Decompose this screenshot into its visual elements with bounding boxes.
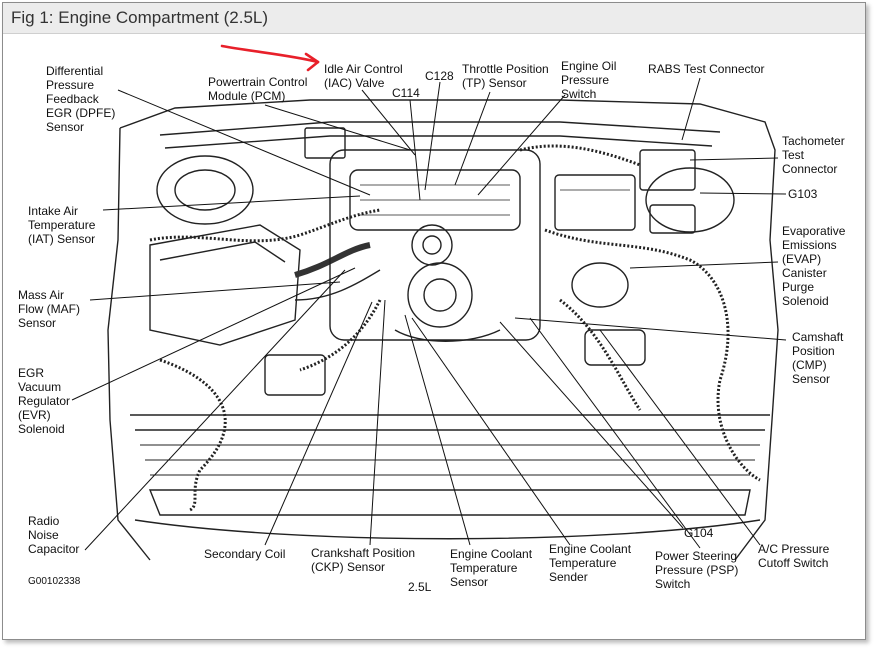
leader-eop — [477, 94, 566, 196]
label-pcm: Powertrain Control Module (PCM) — [208, 75, 308, 103]
leader-ckp — [369, 299, 386, 546]
leader-c128 — [424, 81, 441, 191]
leader-g104 — [499, 321, 684, 529]
leader-g103 — [699, 192, 787, 195]
label-maf-sensor: Mass Air Flow (MAF) Sensor — [18, 288, 80, 330]
label-tp-sensor: Throttle Position (TP) Sensor — [462, 62, 549, 90]
red-annotation-arrow — [220, 44, 320, 72]
label-c114: C114 — [392, 86, 420, 100]
figure-frame: Fig 1: Engine Compartment (2.5L) — [2, 2, 866, 640]
figure-title: Fig 1: Engine Compartment (2.5L) — [11, 8, 269, 27]
leader-iac — [361, 89, 416, 156]
label-g103: G103 — [788, 187, 818, 201]
leader-ect-sender — [411, 317, 571, 546]
leader-iat — [102, 195, 361, 211]
label-evap-solenoid: Evaporative Emissions (EVAP) Canister Pu… — [782, 224, 846, 308]
leader-radio — [84, 269, 346, 551]
label-iac-valve: Idle Air Control (IAC) Valve — [324, 62, 403, 90]
label-ect-sender: Engine Coolant Temperature Sender — [549, 542, 632, 584]
figure-title-bar: Fig 1: Engine Compartment (2.5L) — [3, 3, 865, 34]
leader-cmp — [514, 317, 787, 341]
wiring-harness — [149, 144, 761, 512]
leader-ect-sensor — [404, 314, 471, 546]
engine-size-label: 2.5L — [408, 580, 432, 594]
label-radio-noise-capacitor: Radio Noise Capacitor — [28, 514, 80, 556]
leader-psp — [529, 317, 701, 549]
leader-ac — [599, 329, 761, 546]
leader-c114 — [409, 99, 421, 201]
leader-rabs — [681, 77, 701, 141]
leader-tach — [689, 157, 779, 161]
leader-lines — [71, 77, 787, 551]
label-psp-switch: Power Steering Pressure (PSP) Switch — [655, 549, 739, 591]
label-engine-oil-pressure-switch: Engine Oil Pressure Switch — [561, 59, 617, 101]
label-tachometer-test-connector: Tachometer Test Connector — [782, 134, 845, 176]
leader-maf — [89, 281, 341, 301]
label-ac-pressure-cutoff-switch: A/C Pressure Cutoff Switch — [758, 542, 830, 570]
label-evr-solenoid: EGR Vacuum Regulator (EVR) Solenoid — [18, 366, 71, 436]
label-g104: G104 — [684, 526, 714, 540]
label-rabs-test-connector: RABS Test Connector — [648, 62, 765, 76]
label-ect-sensor: Engine Coolant Temperature Sensor — [450, 547, 533, 589]
label-iat-sensor: Intake Air Temperature (IAT) Sensor — [28, 204, 96, 246]
leader-evr — [71, 267, 356, 401]
label-cmp-sensor: Camshaft Position (CMP) Sensor — [792, 330, 844, 386]
leader-dpfe — [117, 89, 371, 196]
leader-tp — [454, 91, 491, 186]
leader-pcm — [264, 104, 411, 151]
leader-coil — [264, 301, 373, 546]
leader-evap — [629, 261, 779, 269]
label-c128: C128 — [425, 69, 454, 83]
figure-code: G00102338 — [28, 576, 81, 587]
label-dpfe-sensor: Differential Pressure Feedback EGR (DPFE… — [46, 64, 116, 134]
engine-drawing — [107, 99, 779, 561]
label-ckp-sensor: Crankshaft Position (CKP) Sensor — [311, 546, 416, 574]
label-secondary-coil: Secondary Coil — [204, 547, 286, 561]
